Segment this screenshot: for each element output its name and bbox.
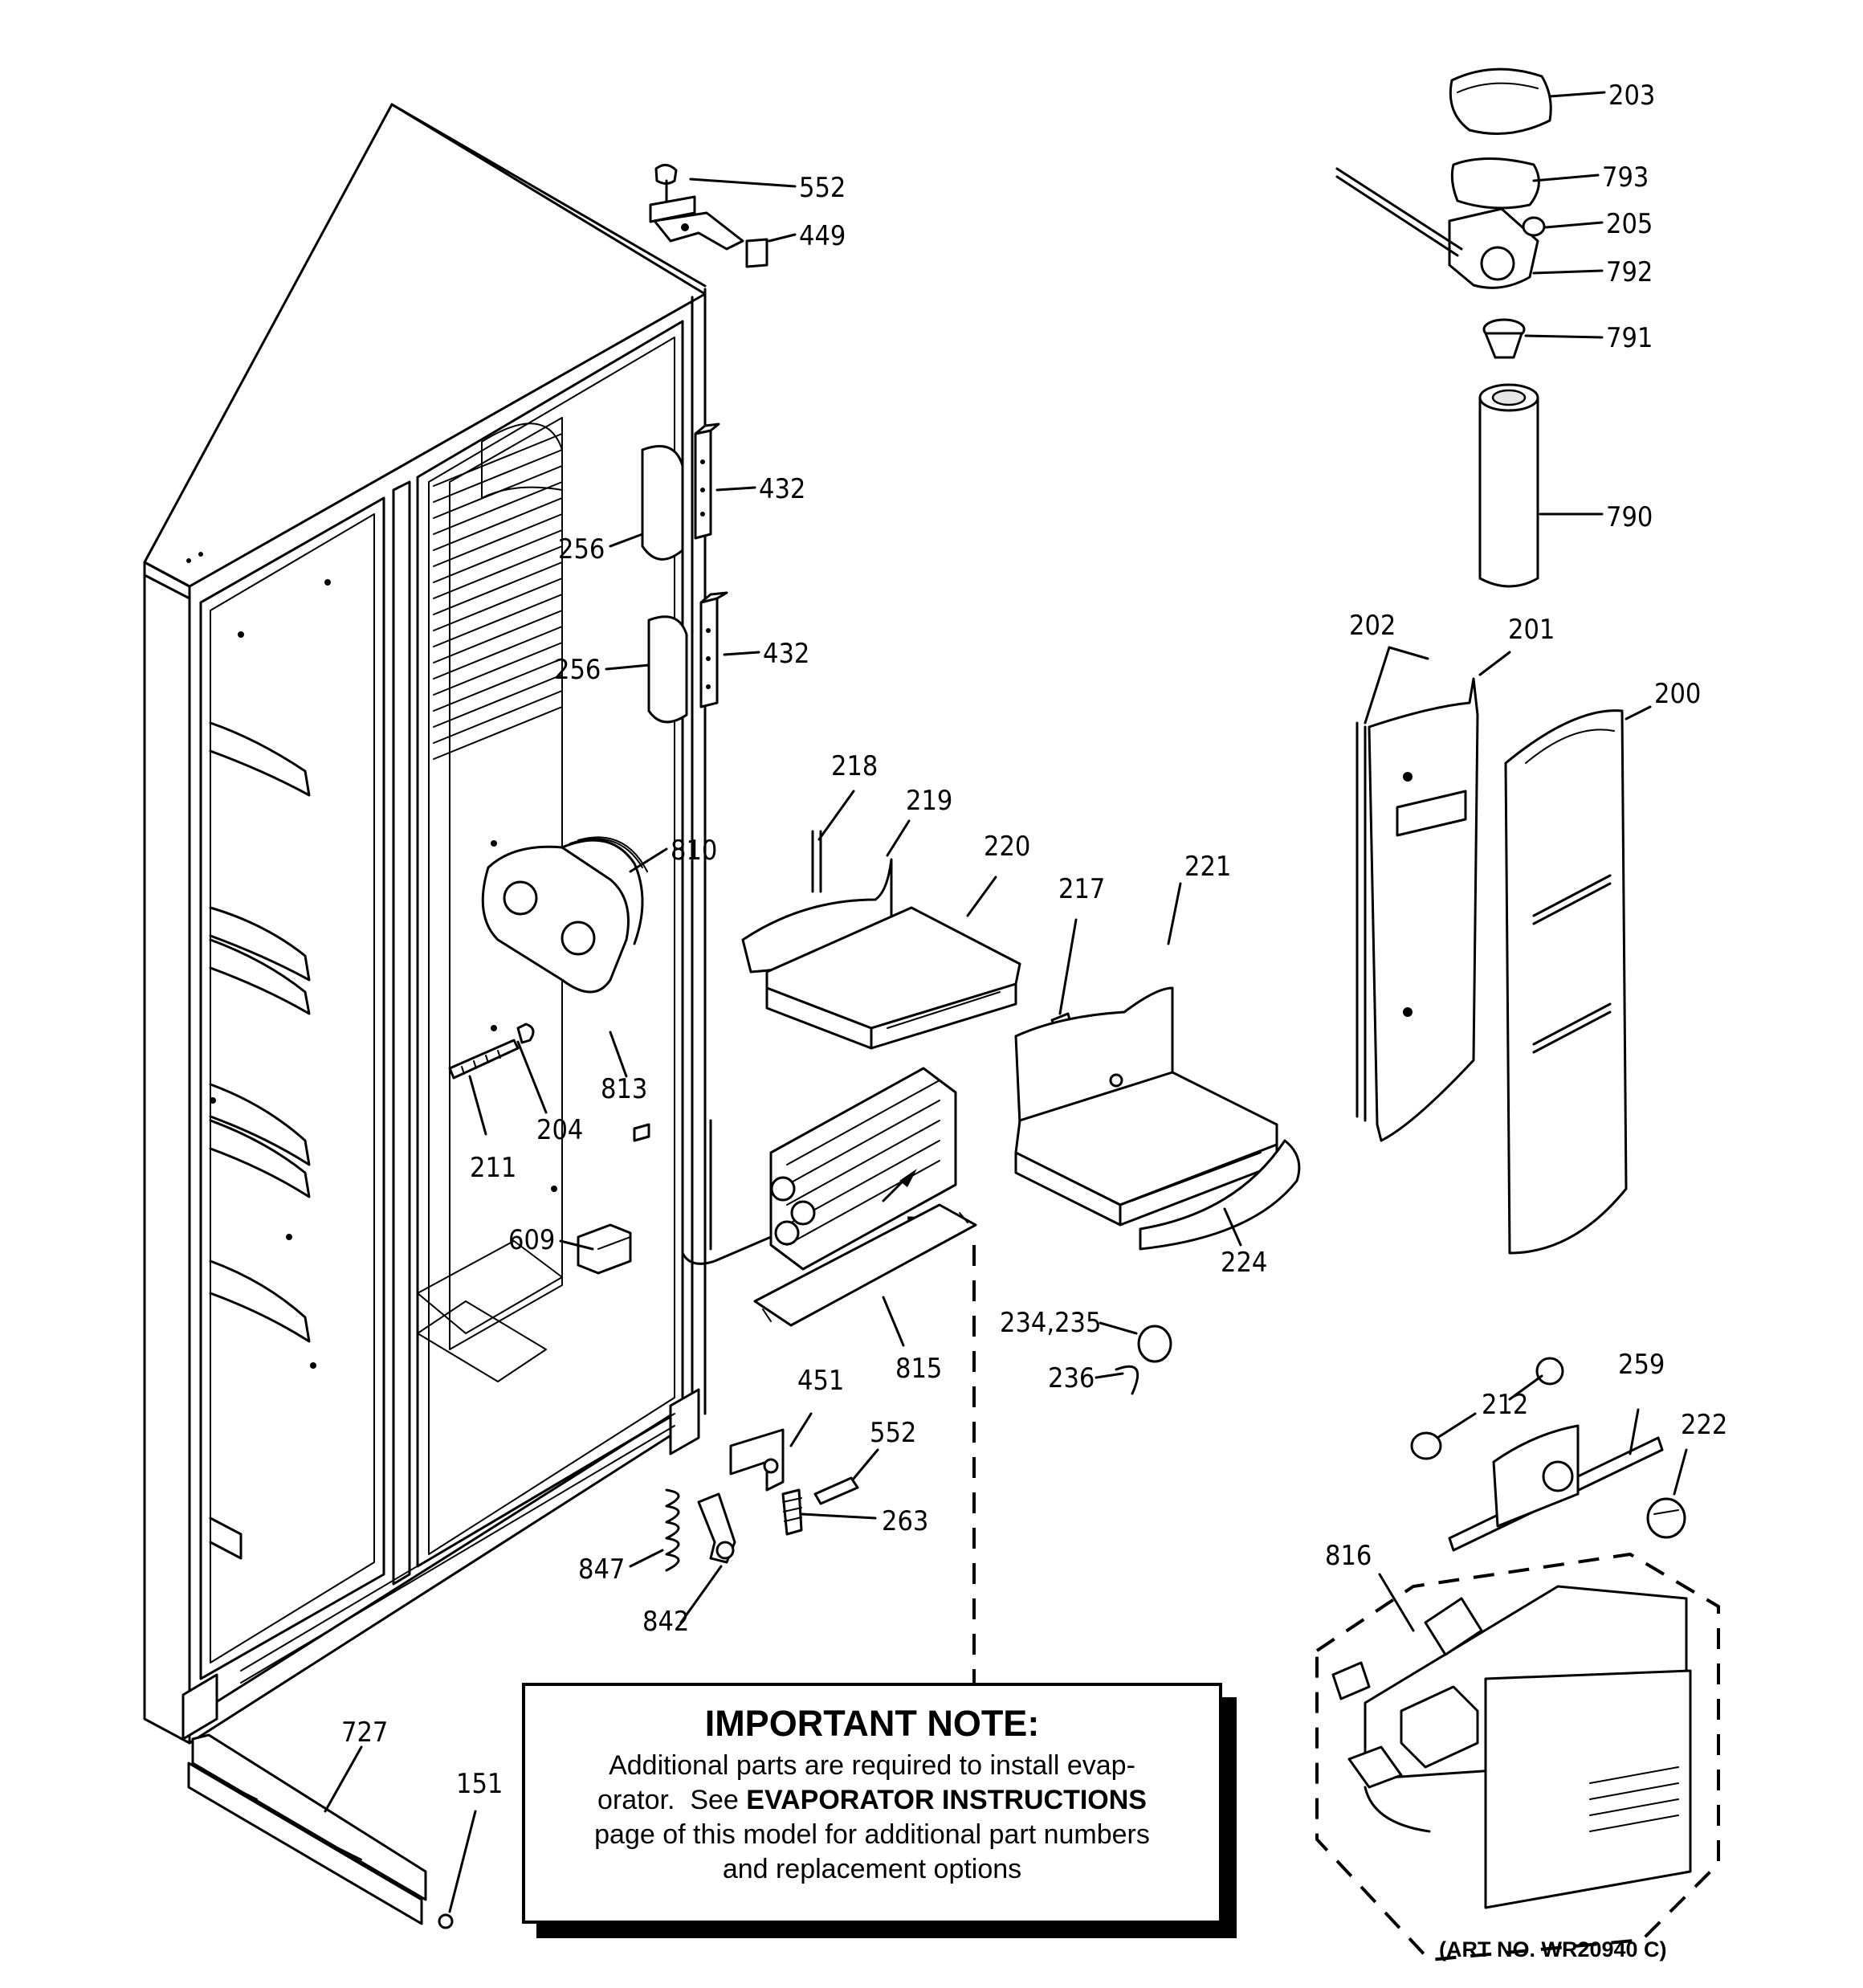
light-covers-and-brackets bbox=[641, 423, 728, 724]
callout-151: 151 bbox=[456, 1768, 503, 1800]
top-hinge-group bbox=[649, 164, 768, 268]
callout-609: 609 bbox=[508, 1224, 555, 1256]
assembly-816-outline bbox=[1315, 1552, 1720, 1962]
callout-813: 813 bbox=[601, 1073, 647, 1105]
fan-assembly bbox=[448, 836, 648, 1080]
callout-790: 790 bbox=[1606, 501, 1653, 533]
refrigerator-cabinet bbox=[143, 103, 707, 1745]
callout-816: 816 bbox=[1325, 1540, 1372, 1572]
callout-205: 205 bbox=[1606, 208, 1653, 240]
callout-236: 236 bbox=[1048, 1362, 1095, 1394]
evaporator-assembly bbox=[577, 1067, 977, 1327]
callout-256-lower: 256 bbox=[554, 654, 601, 686]
callout-labels: 203 793 205 792 791 790 552 449 432 256 … bbox=[341, 80, 1727, 1800]
callout-815: 815 bbox=[895, 1353, 942, 1385]
note-line-3: page of this model for additional part n… bbox=[594, 1819, 1150, 1850]
callout-201: 201 bbox=[1508, 614, 1555, 646]
motor-and-auger-assembly bbox=[1331, 1357, 1692, 1909]
cabinet-holes bbox=[186, 552, 557, 1369]
freezer-ribs bbox=[433, 433, 563, 760]
callout-220: 220 bbox=[984, 831, 1030, 863]
callout-217: 217 bbox=[1058, 873, 1105, 905]
important-note-body: Additional parts are required to install… bbox=[525, 1749, 1219, 1887]
cover-panels bbox=[1355, 677, 1628, 1255]
callout-218: 218 bbox=[831, 750, 878, 782]
callout-224: 224 bbox=[1221, 1247, 1267, 1279]
callout-200: 200 bbox=[1654, 678, 1701, 710]
callout-847: 847 bbox=[578, 1553, 625, 1586]
callout-204: 204 bbox=[536, 1114, 583, 1146]
callout-432-lower: 432 bbox=[763, 638, 809, 670]
callout-259: 259 bbox=[1618, 1349, 1665, 1381]
note-line-4: and replacement options bbox=[722, 1854, 1022, 1884]
important-note-title: IMPORTANT NOTE: bbox=[704, 1703, 1040, 1744]
callout-222: 222 bbox=[1681, 1409, 1727, 1441]
callout-552-bottom: 552 bbox=[870, 1417, 916, 1449]
callout-221: 221 bbox=[1184, 851, 1231, 883]
callout-234-235: 234,235 bbox=[1000, 1307, 1101, 1339]
bottom-hinge-group bbox=[665, 1428, 859, 1572]
callout-842: 842 bbox=[642, 1606, 689, 1638]
callout-451: 451 bbox=[797, 1365, 844, 1397]
clip-parts bbox=[1115, 1325, 1172, 1395]
important-note-box: IMPORTANT NOTE: Additional parts are req… bbox=[522, 1683, 1222, 1924]
callout-256-upper: 256 bbox=[558, 533, 605, 565]
callout-810: 810 bbox=[671, 835, 717, 867]
callout-263: 263 bbox=[882, 1505, 928, 1537]
callout-791: 791 bbox=[1606, 322, 1653, 354]
callout-552-top: 552 bbox=[799, 172, 846, 204]
callout-432-upper: 432 bbox=[759, 473, 805, 505]
callout-727: 727 bbox=[341, 1717, 388, 1749]
kick-plate bbox=[187, 1733, 454, 1929]
callout-202: 202 bbox=[1349, 610, 1396, 642]
callout-211: 211 bbox=[470, 1152, 516, 1184]
note-line-2-prefix: orator. See bbox=[597, 1785, 747, 1815]
callout-792: 792 bbox=[1606, 256, 1653, 288]
ice-chute-parts bbox=[1014, 986, 1301, 1251]
callout-219: 219 bbox=[906, 785, 952, 817]
art-number: (ART NO. WR20940 C) bbox=[1439, 1937, 1667, 1961]
callout-212: 212 bbox=[1482, 1389, 1528, 1421]
note-line-2: orator. See EVAPORATOR INSTRUCTIONS bbox=[525, 1783, 1219, 1818]
leader-lines bbox=[324, 91, 1688, 1913]
note-line-2-bold: EVAPORATOR INSTRUCTIONS bbox=[746, 1785, 1147, 1815]
callout-793: 793 bbox=[1602, 161, 1649, 194]
note-line-1: Additional parts are required to install… bbox=[609, 1750, 1135, 1781]
fresh-food-shelves bbox=[209, 721, 311, 1560]
duct-parts bbox=[741, 830, 1021, 1050]
callout-449: 449 bbox=[799, 220, 846, 252]
water-filter-assembly bbox=[1335, 67, 1552, 588]
callout-203: 203 bbox=[1608, 80, 1655, 112]
